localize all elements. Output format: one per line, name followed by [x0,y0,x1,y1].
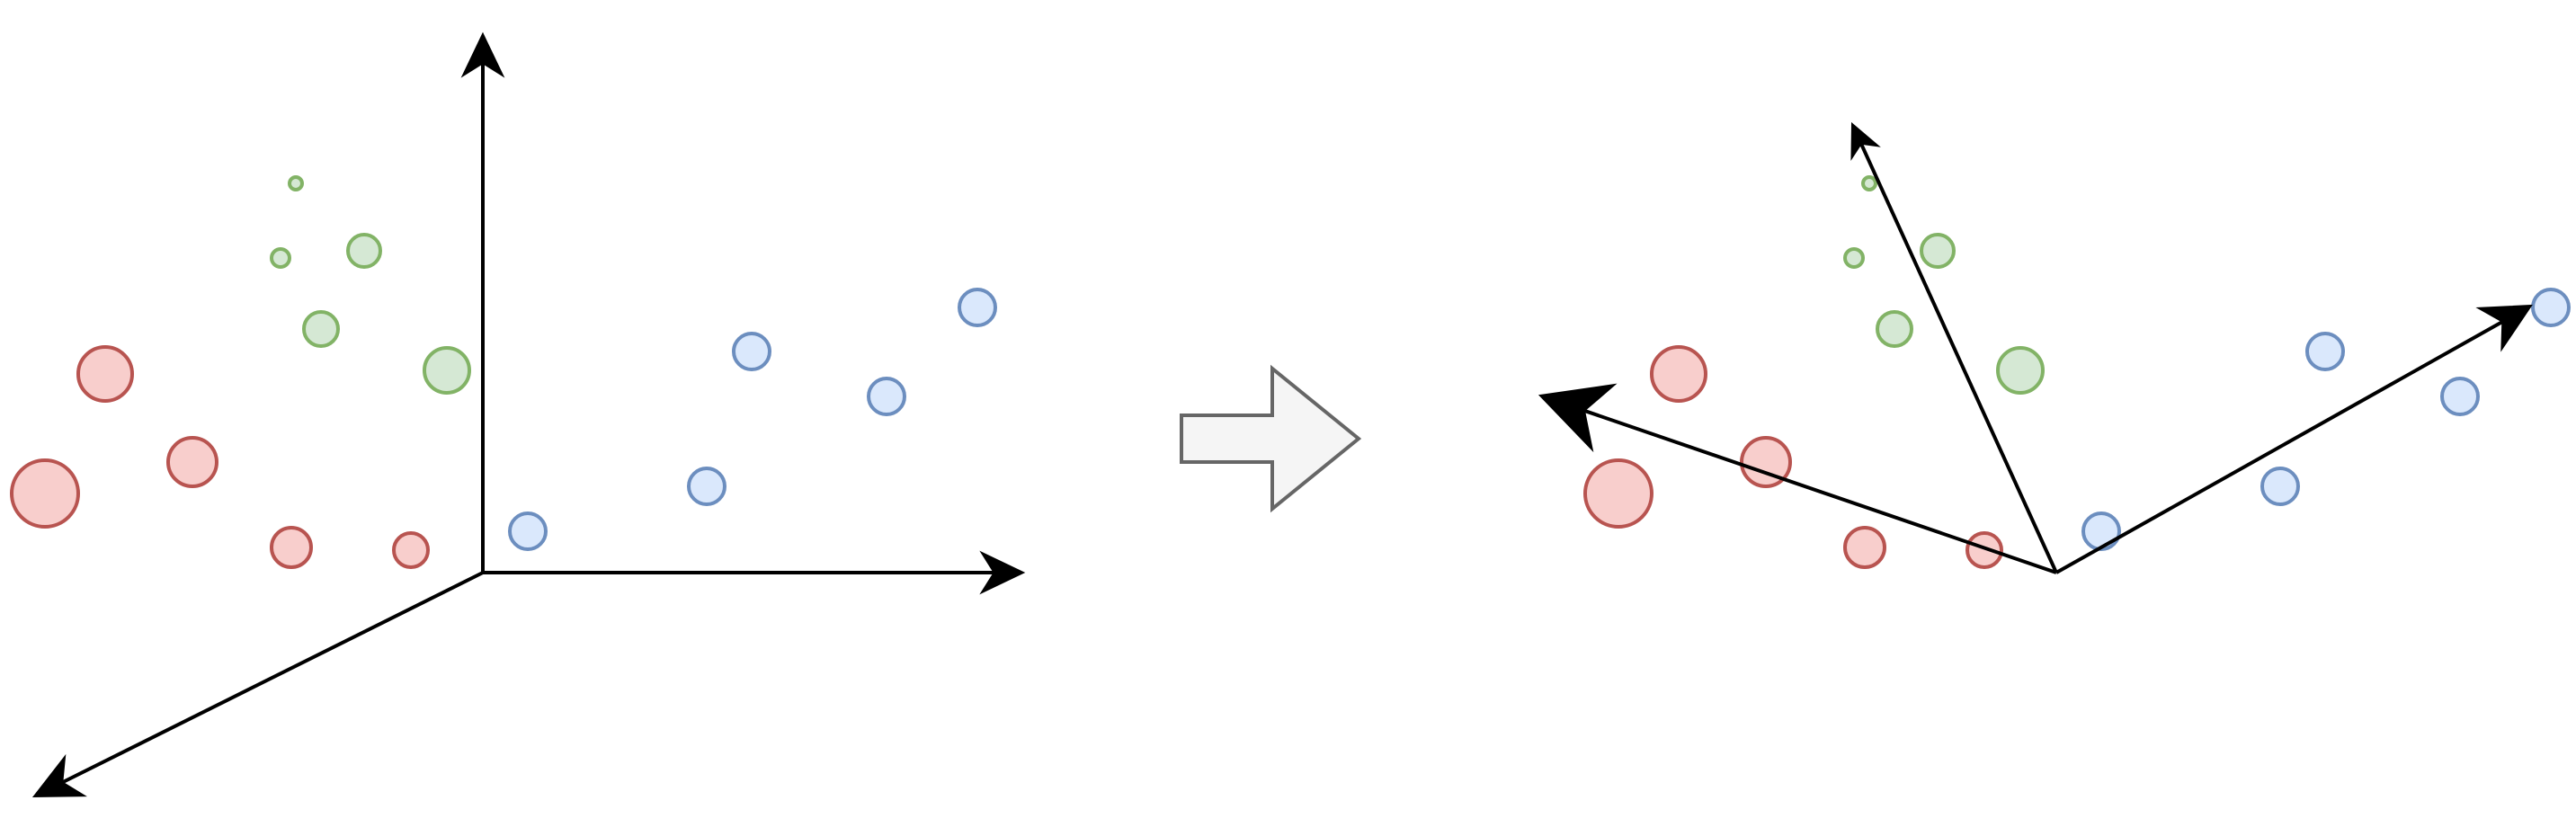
right-green-point-4 [1876,310,1913,348]
left-green-point-4 [302,310,340,348]
left-blue-point-2 [732,332,771,371]
axis-rotated-left-line [1583,408,2057,574]
axis-up [460,31,505,573]
right-blue-point-4 [2260,467,2300,506]
right-red-points [1583,345,2003,569]
left-green-point-1 [288,175,304,191]
right-green-point-3 [1920,233,1956,269]
left-green-point-3 [346,233,382,269]
left-green-point-5 [423,346,471,395]
left-blue-point-3 [867,377,906,416]
right-green-point-2 [1843,247,1865,269]
axis-rotated-right-arrowhead [2475,304,2533,352]
left-green-points [270,175,471,395]
axis-right [483,550,1026,595]
axis-rotated-right [2055,304,2533,574]
block-arrow-right-icon [1180,364,1362,513]
left-red-points [10,345,430,569]
left-red-point-5 [392,531,430,569]
right-red-point-2 [1583,458,1653,529]
left-red-point-4 [270,526,313,569]
right-red-point-5 [1965,531,2003,569]
right-blue-point-5 [2081,511,2121,551]
left-blue-point-4 [687,467,726,506]
right-blue-point-3 [2440,377,2480,416]
axis-down-left [31,571,484,798]
axis-rotated-up [1850,121,2058,574]
right-green-point-1 [1861,175,1877,191]
left-blue-point-1 [958,288,997,327]
axis-right-arrowhead [979,550,1026,595]
axis-rotated-left-arrowhead [1538,383,1618,453]
left-red-point-1 [76,345,134,403]
left-blue-point-5 [508,511,548,551]
right-red-point-1 [1650,345,1707,403]
axis-rotated-left [1538,383,2057,574]
axis-rotated-up-arrowhead [1850,121,1881,162]
right-blue-points [2081,288,2571,551]
axis-down-left-line [61,571,484,785]
left-blue-points [508,288,997,551]
axis-rotated-up-line [1859,142,2058,574]
left-red-point-3 [166,436,218,488]
left-green-point-2 [270,247,291,269]
right-red-point-4 [1843,526,1886,569]
right-blue-point-2 [2305,332,2345,371]
right-blue-point-1 [2531,288,2571,327]
original-space-panel [10,31,1026,798]
axis-up-arrowhead [460,31,505,78]
axis-down-left-arrowhead [31,753,87,798]
axis-rotated-right-line [2055,320,2504,574]
right-green-points [1843,175,2045,395]
transformed-space-panel [1538,121,2571,574]
right-red-point-3 [1740,436,1792,488]
left-red-point-2 [10,458,80,529]
right-green-point-5 [1996,346,2045,395]
transform-arrow [1180,364,1362,513]
